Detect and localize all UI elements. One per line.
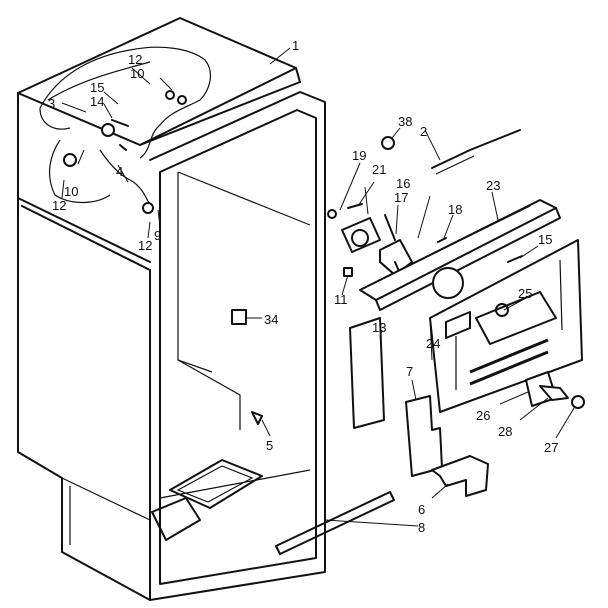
callout-11: 11 — [334, 292, 348, 307]
callout-23: 23 — [486, 178, 500, 193]
callout-28: 28 — [498, 424, 512, 439]
callout-26: 26 — [476, 408, 490, 423]
part-5-screw — [251, 411, 263, 425]
leader-lines — [61, 47, 575, 527]
callout-10a: 10 — [130, 66, 144, 81]
callout-2: 2 — [420, 124, 427, 139]
callout-38: 38 — [398, 114, 412, 129]
fan-motor-assembly — [327, 203, 447, 286]
callout-24: 24 — [426, 336, 440, 351]
callout-27: 27 — [544, 440, 558, 455]
callout-16: 16 — [396, 176, 410, 191]
part-28-knob — [539, 385, 569, 401]
callout-7: 7 — [406, 364, 413, 379]
wiring-harness — [39, 46, 212, 214]
part-34-bracket — [231, 309, 247, 325]
callout-13: 13 — [372, 320, 386, 335]
callout-18: 18 — [448, 202, 462, 217]
part-15-clip — [507, 255, 523, 263]
callout-12c: 12 — [138, 238, 152, 253]
callout-6: 6 — [418, 502, 425, 517]
callout-15a: 15 — [90, 80, 104, 95]
callout-25: 25 — [518, 286, 532, 301]
callout-9: 9 — [154, 228, 161, 243]
callout-12a: 12 — [128, 52, 142, 67]
callout-4: 4 — [116, 164, 123, 179]
part-7-baffle — [405, 395, 443, 477]
callout-3: 3 — [48, 96, 55, 111]
callout-1: 1 — [292, 38, 299, 53]
callout-labels: 1 2 3 4 5 6 7 8 9 10 10 11 12 12 12 13 1… — [48, 38, 558, 535]
callout-15b: 15 — [538, 232, 552, 247]
callout-17: 17 — [394, 190, 408, 205]
callout-14: 14 — [90, 94, 104, 109]
callout-12b: 12 — [52, 198, 66, 213]
part-27-cap — [571, 395, 585, 409]
callout-21: 21 — [372, 162, 386, 177]
part-13-duct — [349, 317, 385, 429]
callout-34: 34 — [264, 312, 278, 327]
part-23-shroud — [359, 199, 561, 311]
part-24-cover — [429, 239, 583, 413]
cabinet-liner — [17, 17, 395, 601]
callout-5: 5 — [266, 438, 273, 453]
callout-19: 19 — [352, 148, 366, 163]
part-2-wire — [381, 129, 521, 175]
callout-8: 8 — [418, 520, 425, 535]
callout-10b: 10 — [64, 184, 78, 199]
